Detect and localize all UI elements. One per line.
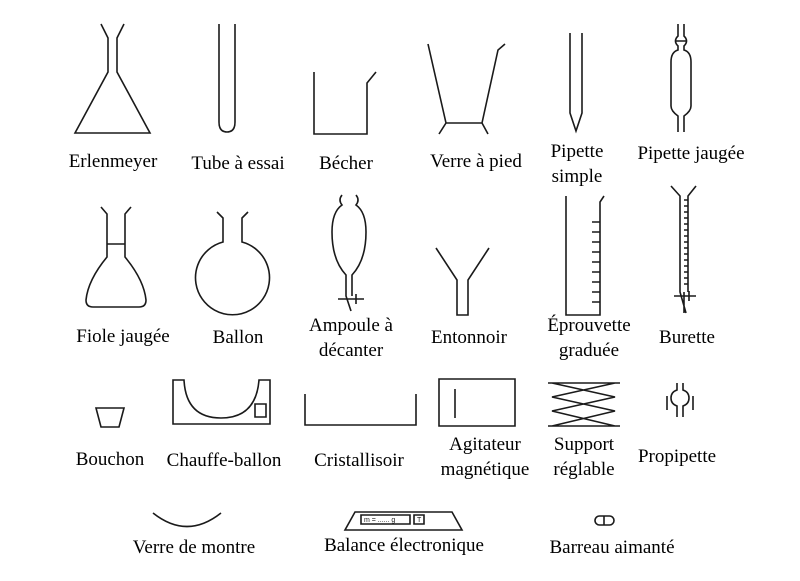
pipette-bulb-icon [666,383,694,417]
volumetric-flask-icon [85,206,147,308]
magnetic-stirrer-icon [438,378,516,427]
label-ballon: Ballon [212,327,264,348]
label-agitateur-magnetique: Agitateur magnétique [440,434,530,480]
label-propipette: Propipette [637,446,717,467]
funnel-icon [435,247,490,316]
beaker-icon [313,71,377,135]
heating-mantle-icon [172,379,271,425]
volumetric-pipette-icon [670,24,692,132]
balance-tare-text: T [417,517,422,524]
stemmed-glass-icon [427,43,506,135]
label-bouchon: Bouchon [75,449,145,470]
label-balance-electronique: Balance électronique [324,535,484,556]
label-pipette-jaugee: Pipette jaugée [637,143,745,164]
graduated-cylinder-icon [565,195,605,316]
label-eprouvette-graduee: Éprouvette graduée [547,315,631,361]
stopper-icon [94,407,126,428]
electronic-balance-icon [343,511,464,531]
erlenmeyer-icon [73,23,152,134]
label-barreau-aimante: Barreau aimanté [549,537,675,558]
label-tube-a-essai: Tube à essai [191,153,285,174]
label-burette: Burette [659,327,715,348]
separatory-funnel-icon [331,194,367,312]
label-verre-a-pied: Verre à pied [430,151,522,172]
lab-jack-icon [548,382,620,427]
label-cristallisoir: Cristallisoir [314,450,404,471]
label-fiole-jaugee: Fiole jaugée [76,326,170,347]
label-erlenmeyer: Erlenmeyer [68,151,158,172]
label-pipette-simple: Pipette simple [550,141,604,187]
label-support-reglable: Support réglable [553,434,615,480]
balance-display-text: m = ...... g [364,517,395,524]
label-becher: Bécher [319,153,373,174]
label-verre-de-montre: Verre de montre [132,537,256,558]
label-ampoule-a-decanter: Ampoule à décanter [309,315,393,361]
test-tube-icon [218,24,236,133]
simple-pipette-icon [569,33,583,134]
label-entonnoir: Entonnoir [431,327,507,348]
watch-glass-icon [152,512,222,528]
burette-icon [670,185,697,314]
crystallizer-icon [304,394,417,426]
label-chauffe-ballon: Chauffe-ballon [166,450,282,471]
round-flask-icon [194,211,271,316]
